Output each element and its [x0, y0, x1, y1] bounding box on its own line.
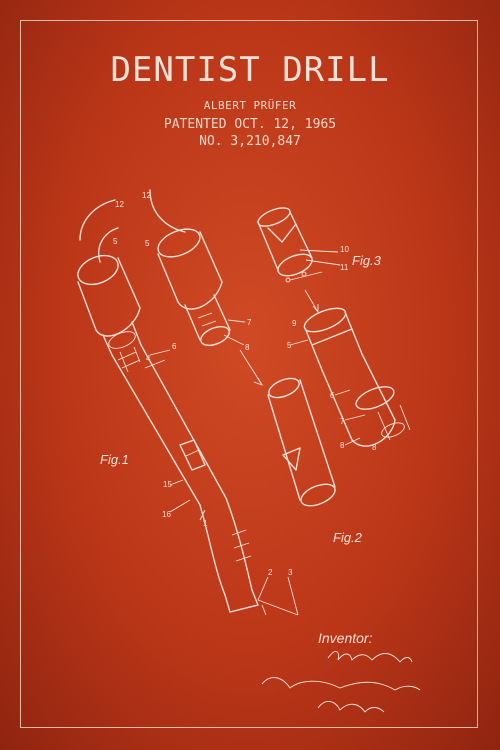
fig3-exploded: [257, 207, 411, 447]
part-number-label: 5: [287, 341, 292, 350]
fig1-handpiece: [77, 199, 299, 616]
inventor-signature: [261, 651, 421, 713]
fig1-label: Fig.1: [100, 452, 129, 467]
part-number-label: 7: [340, 417, 345, 426]
part-number-label: 7: [247, 318, 252, 327]
part-number-label: 6: [330, 391, 335, 400]
inventor-name: ALBERT PRÜFER: [203, 99, 297, 112]
fig2-label: Fig.2: [333, 530, 362, 545]
part-number-label: 12: [142, 191, 151, 200]
part-number-label: 12: [115, 200, 124, 209]
part-number-label: 2: [268, 568, 273, 577]
part-number-label: 8: [245, 343, 250, 352]
poster-border: [20, 20, 478, 728]
part-number-label: 5: [113, 237, 118, 246]
part-number-label: 16: [162, 510, 171, 519]
fig3-label: Fig.3: [352, 253, 381, 268]
patent-number: NO. 3,210,847: [199, 134, 301, 149]
part-number-label: 8: [340, 441, 345, 450]
part-number-label: 5: [145, 239, 150, 248]
part-number-label: 4: [146, 354, 151, 363]
part-number-label: 9: [292, 319, 297, 328]
part-number-label: 10: [340, 245, 349, 254]
patent-date: PATENTED OCT. 12, 1965: [163, 117, 337, 132]
part-number-label: 8: [372, 443, 377, 452]
part-number-label: 11: [340, 263, 349, 272]
poster-title: DENTIST DRILL: [110, 50, 390, 90]
part-number-label: 1: [203, 519, 208, 528]
part-number-label: 15: [163, 480, 172, 489]
fig2-drill: [149, 189, 336, 507]
part-number-label: 3: [288, 568, 293, 577]
part-number-label: 6: [172, 342, 177, 351]
inventor-label: Inventor:: [318, 630, 373, 646]
